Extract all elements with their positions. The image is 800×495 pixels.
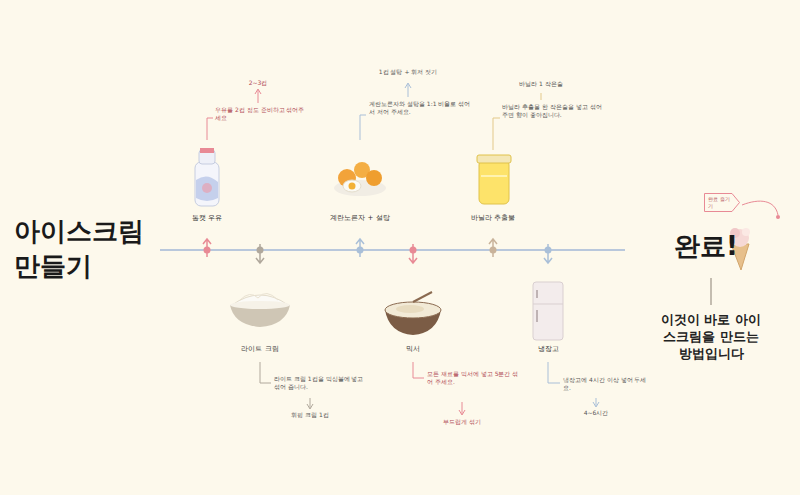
step-label: 계란노른자 + 설탕 xyxy=(330,214,389,223)
step-note: 라이트 크림 1컵을 믹싱볼에 넣고 섞어 줍니다. xyxy=(274,375,369,391)
step-note: 바닐라 추출물 한 작은술을 넣고 섞어 주면 향이 좋아집니다. xyxy=(502,103,602,119)
amount-note: 휘핑 크림 1컵 xyxy=(291,411,329,419)
amount-note: 바닐라 1 작은술 xyxy=(519,80,563,88)
step-label: 라이트 크림 xyxy=(241,345,278,354)
step-note: 계란노른자와 설탕을 1:1 비율로 섞어서 저어 주세요. xyxy=(369,100,474,116)
step-note: 우유를 2컵 정도 준비하고 섞어주세요 xyxy=(215,106,310,122)
step-note: 모든 재료를 믹서에 넣고 5분간 섞어 주세요. xyxy=(427,370,522,386)
step-label: 바닐라 추출물 xyxy=(471,214,515,223)
step-label: 믹서 xyxy=(406,345,420,354)
amount-note: 1컵 설탕 + 휘저 젓기 xyxy=(378,68,438,76)
tag-shape: 완료 즐기기 xyxy=(704,193,740,212)
step-label: 통캣 우유 xyxy=(192,214,222,223)
tag-text: 완료 즐기기 xyxy=(708,196,730,209)
amount-note: 2~3컵 xyxy=(249,79,268,87)
step-label: 냉장고 xyxy=(538,345,559,354)
closing-text: 이것이 바로 아이스크림을 만드는 방법입니다 xyxy=(656,312,766,363)
page-title: 아이스크림 만들기 xyxy=(14,214,149,284)
step-note: 냉장고에 4시간 이상 넣어 두세요. xyxy=(563,376,653,392)
amount-note: 4~6시간 xyxy=(584,409,609,417)
done-heading: 완료! xyxy=(674,230,738,264)
amount-note: 부드럽게 섞기 xyxy=(443,418,481,426)
